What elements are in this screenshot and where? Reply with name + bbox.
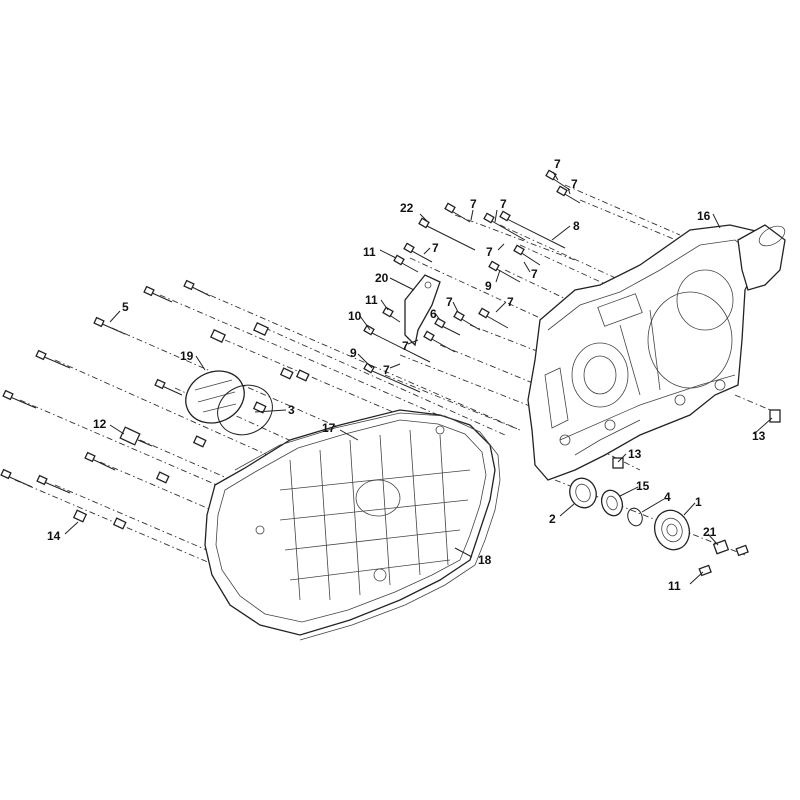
callout-19: 19 (180, 349, 194, 363)
callout-7: 7 (402, 339, 409, 353)
callout-15: 15 (636, 479, 650, 493)
callout-21: 21 (703, 525, 717, 539)
callout-17: 17 (322, 421, 336, 435)
shield-plate (404, 274, 441, 347)
callout-14: 14 (47, 529, 61, 543)
callout-5: 5 (122, 300, 129, 314)
callout-11: 11 (363, 245, 376, 259)
callout-7: 7 (500, 197, 507, 211)
callout-9: 9 (485, 279, 492, 293)
callout-9: 9 (350, 346, 357, 360)
callout-2: 2 (549, 512, 556, 526)
callout-labels: 7 7 16 22 7 7 8 7 11 7 9 7 20 11 7 7 6 1… (47, 157, 766, 593)
callout-7: 7 (531, 267, 538, 281)
fasteners (0, 169, 781, 530)
callout-16: 16 (697, 209, 711, 223)
callout-11: 11 (365, 293, 378, 307)
callout-20: 20 (375, 271, 389, 285)
outer-cover (204, 409, 496, 636)
callout-7: 7 (571, 177, 578, 191)
callout-3: 3 (288, 403, 295, 417)
callout-10: 10 (348, 309, 362, 323)
bearing-stack (569, 477, 749, 577)
callout-7: 7 (507, 295, 514, 309)
callout-7: 7 (470, 197, 477, 211)
leader-lines (64, 171, 773, 585)
callout-7: 7 (486, 245, 493, 259)
callout-11: 11 (668, 579, 681, 593)
callout-22: 22 (400, 201, 414, 215)
callout-7: 7 (446, 295, 453, 309)
callout-6: 6 (430, 307, 437, 321)
callout-13: 13 (628, 447, 642, 461)
callout-7: 7 (383, 363, 390, 377)
crankcase-half (527, 224, 786, 481)
callout-12: 12 (93, 417, 107, 431)
callout-18: 18 (478, 553, 492, 567)
callout-7: 7 (554, 157, 561, 171)
inspection-cover (185, 370, 273, 436)
callout-1: 1 (695, 495, 702, 509)
callout-7: 7 (432, 241, 439, 255)
callout-4: 4 (664, 490, 671, 504)
callout-13: 13 (752, 429, 766, 443)
callout-8: 8 (573, 219, 580, 233)
cover-gasket (234, 412, 501, 641)
